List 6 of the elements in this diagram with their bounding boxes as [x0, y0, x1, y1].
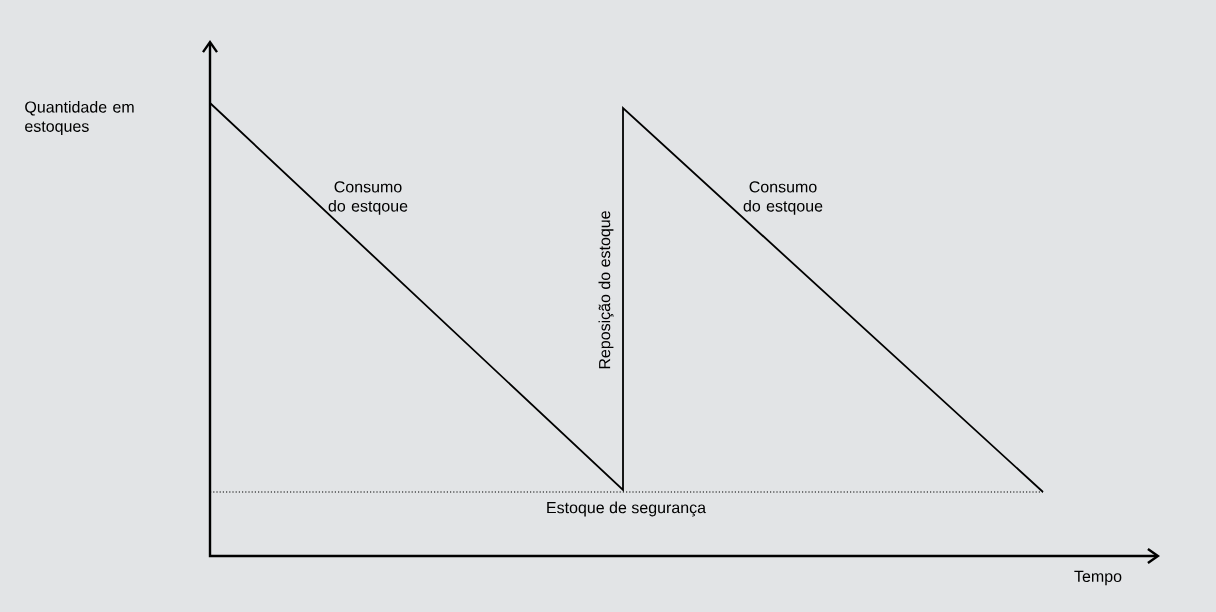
axis-label: Quantidade em estoques: [25, 100, 134, 136]
line-label: Estoque de segurança: [547, 501, 707, 517]
slope-label: Reposição do estoque: [598, 211, 614, 369]
slope-label: Consumo do estqoue: [328, 181, 408, 215]
slope-label: Consumo do estqoue: [743, 181, 823, 215]
axis-label: Tempo: [1074, 570, 1122, 586]
